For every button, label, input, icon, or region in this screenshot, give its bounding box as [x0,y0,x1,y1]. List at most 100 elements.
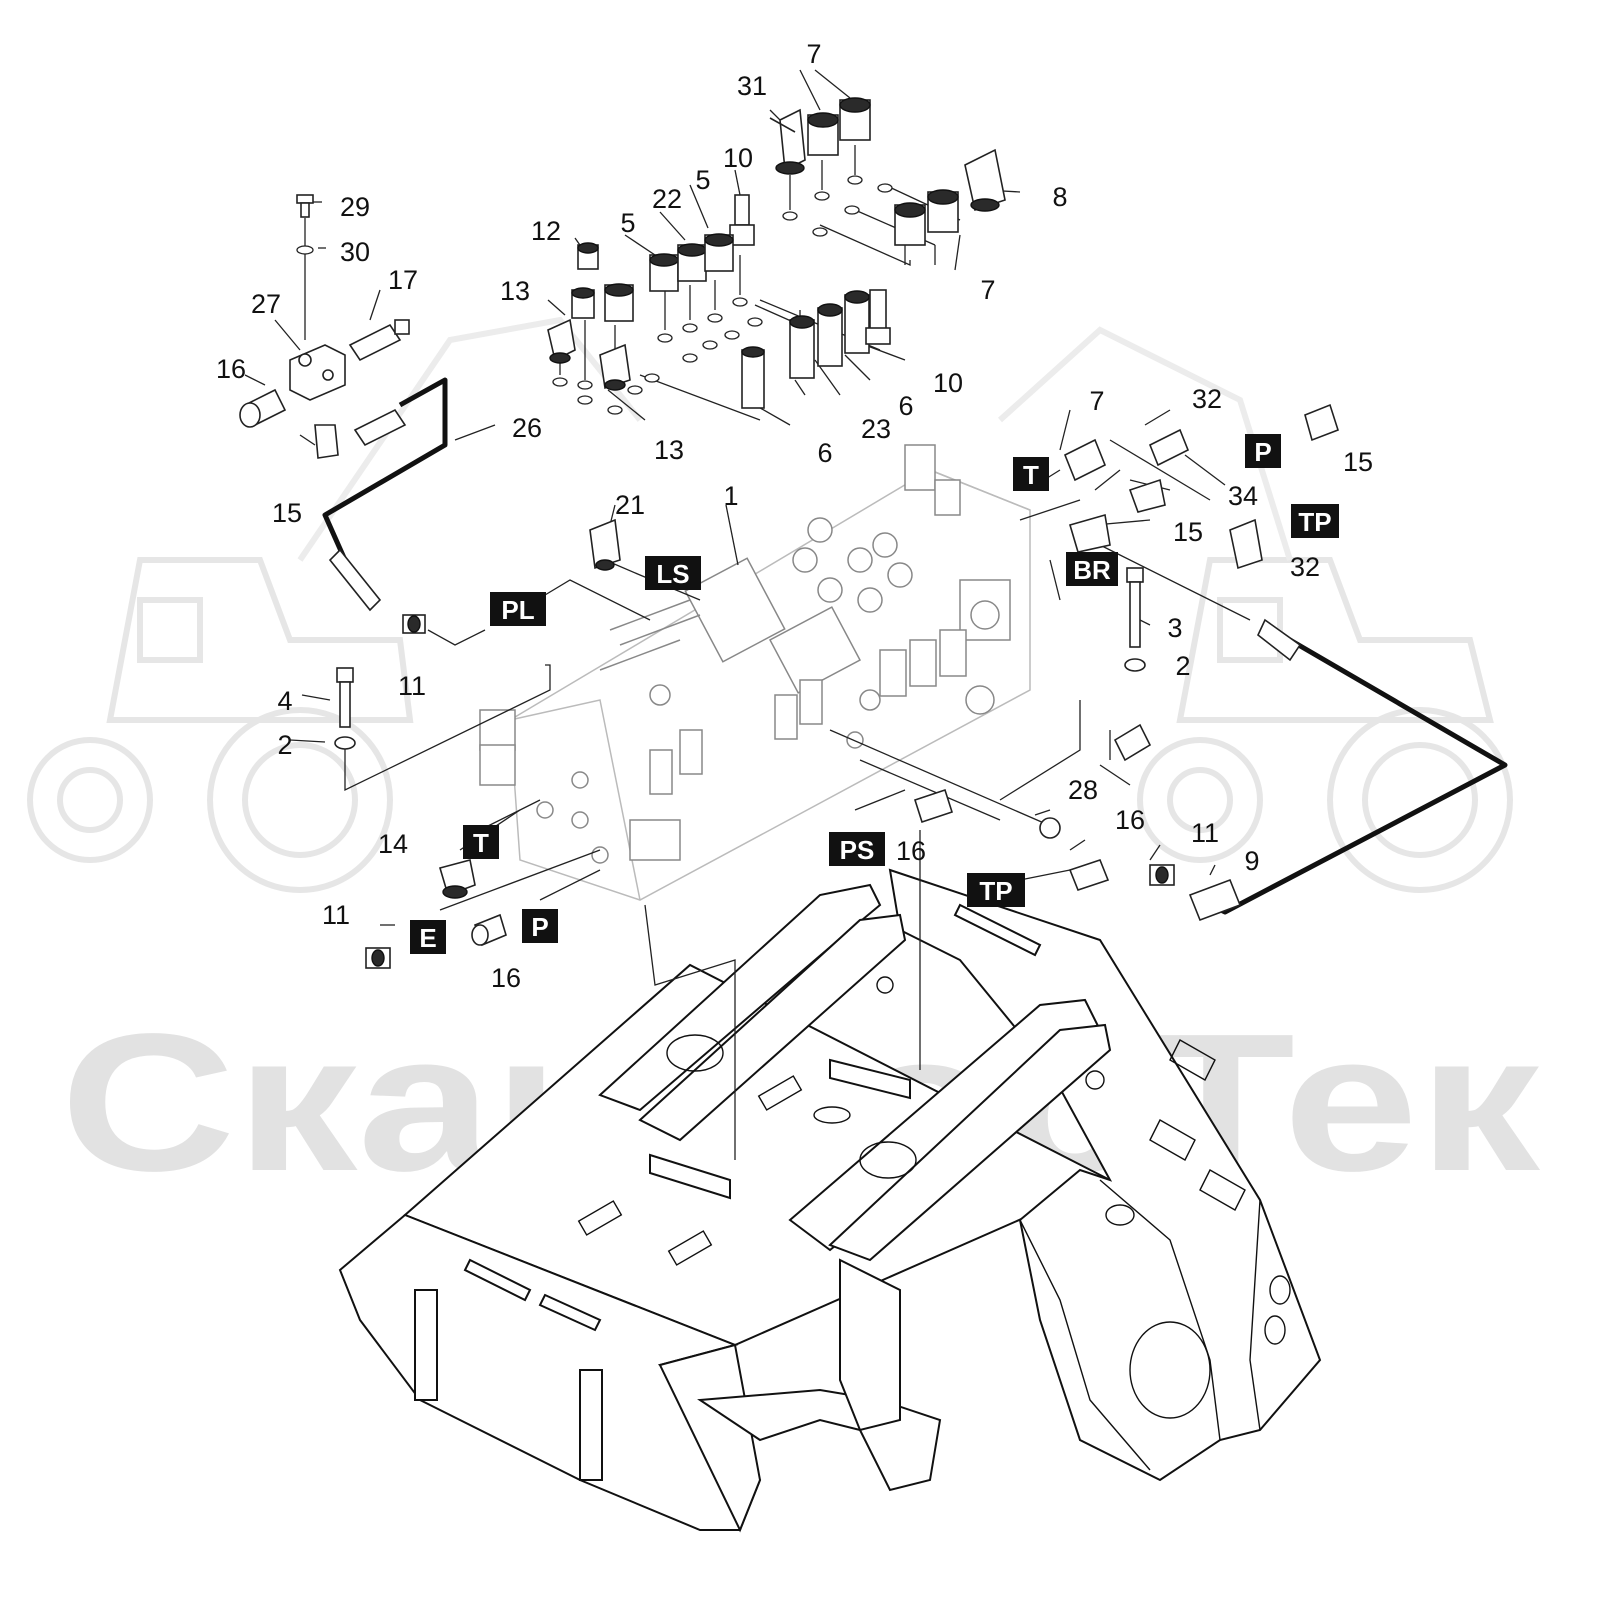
elbow-fitting-15-left [314,424,339,459]
callout-7-right: 7 [980,275,995,305]
callout-16-right: 16 [1115,805,1145,835]
port-tag-PL: PL [490,592,546,626]
port-tag-TP-bottom: TP [967,873,1025,907]
callout-6-right: 6 [898,391,913,421]
callout-10-right: 10 [933,368,963,398]
adapter-fitting-7-lower [894,189,959,246]
sensor-16-right [1113,723,1152,762]
callout-5-b: 5 [620,208,635,238]
svg-text:T: T [473,828,489,858]
o-rings-middle [552,297,763,415]
callout-13-top: 13 [500,276,530,306]
elbow-15-top-right [1304,403,1339,442]
adapter-fitting-7-top [807,97,871,156]
callout-16-left: 16 [216,354,246,384]
callout-11-right: 11 [1191,818,1219,848]
callout-15-top-right: 15 [1343,447,1373,477]
bolt-3 [1126,567,1144,648]
port-tag-LS: LS [645,556,701,590]
callout-2-right: 2 [1175,651,1190,681]
callout-15-mid: 15 [1173,517,1203,547]
callout-23: 23 [861,414,891,444]
fittings-5-22 [604,233,734,322]
sensor-17 [348,319,410,362]
bolt-29 [296,194,314,218]
washer-30 [296,245,314,255]
port-tag-P-top: P [1245,434,1281,468]
o-rings-top-right [782,175,893,237]
plug-28 [1039,817,1061,839]
control-valve-block [479,444,1031,901]
fitting-7-right [1063,438,1107,482]
callout-7-mid: 7 [1089,386,1104,416]
hose-end-26-left [353,408,407,447]
watermark-tractor-left [27,557,414,893]
callout-8: 8 [1052,182,1067,212]
callout-32-right: 32 [1290,552,1320,582]
port-tag-E: E [410,920,446,954]
port-tag-P-bottom: P [522,909,558,943]
callout-7-top: 7 [806,39,821,69]
washer-2-right [1124,658,1146,672]
elbow-fitting-31 [769,108,806,175]
hose-end-9-bottom [1188,878,1242,922]
elbow-fitting-14 [438,859,476,899]
callout-13-bottom: 13 [654,435,684,465]
fittings [239,97,1339,969]
callout-6-bottom: 6 [817,438,832,468]
hose-end-26-bottom [328,548,382,612]
callout-4: 4 [277,686,292,716]
elbow-fitting-13-top [547,318,576,364]
callout-12: 12 [531,216,561,246]
port-tag-T-top: T [1013,457,1049,491]
callout-29: 29 [340,192,370,222]
fitting-11-bottom-left [365,947,391,969]
svg-text:PL: PL [501,595,534,625]
valve-sections [479,444,1011,864]
watermark-excavator [297,316,1293,562]
port-tags: T P TP BR LS PL PS T TP E P [410,434,1339,954]
elbow-15-middle [1069,513,1111,553]
callout-14: 14 [378,829,408,859]
fitting-11-left [402,614,426,634]
callout-22: 22 [652,184,682,214]
port-tag-T-bottom: T [463,825,499,859]
chassis-frame [338,868,1322,1533]
svg-text:LS: LS [656,559,689,589]
callout-1: 1 [723,481,738,511]
callout-30: 30 [340,237,370,267]
elbow-34 [1128,478,1166,513]
svg-text:PS: PS [840,835,875,865]
fitting-21 [589,518,621,571]
callout-9: 9 [1244,846,1259,876]
svg-text:TP: TP [979,876,1012,906]
callout-31: 31 [737,71,767,101]
callout-5-a: 5 [695,165,710,195]
callout-3: 3 [1167,613,1182,643]
callout-16-ps: 16 [896,836,926,866]
callout-34: 34 [1228,481,1258,511]
sensor-16-center [1068,859,1110,891]
callout-26: 26 [512,413,542,443]
elbow-fitting-13-bottom [599,343,631,391]
sensor-16-bottom-left [471,913,507,947]
callout-28: 28 [1068,775,1098,805]
svg-text:P: P [531,912,548,942]
watermark-tractor-right [1137,557,1513,893]
svg-text:BR: BR [1073,555,1111,585]
fitting-12 [571,242,599,319]
sensor-16-left [239,388,287,428]
callout-2-left: 2 [277,730,292,760]
elbow-32-right [1229,518,1263,570]
callout-numbers: 31 7 8 7 10 5 22 5 12 13 10 6 23 6 13 29… [216,39,1373,993]
washer-2-left [334,736,356,750]
bolt-4 [336,667,354,728]
callout-10-top: 10 [723,143,753,173]
callout-21: 21 [615,490,645,520]
fitting-11-right [1149,864,1175,886]
hose-end-9-top [1257,618,1302,662]
port-tag-TP-top: TP [1291,504,1339,538]
block-27 [289,344,346,401]
callout-16-bottom-left: 16 [491,963,521,993]
